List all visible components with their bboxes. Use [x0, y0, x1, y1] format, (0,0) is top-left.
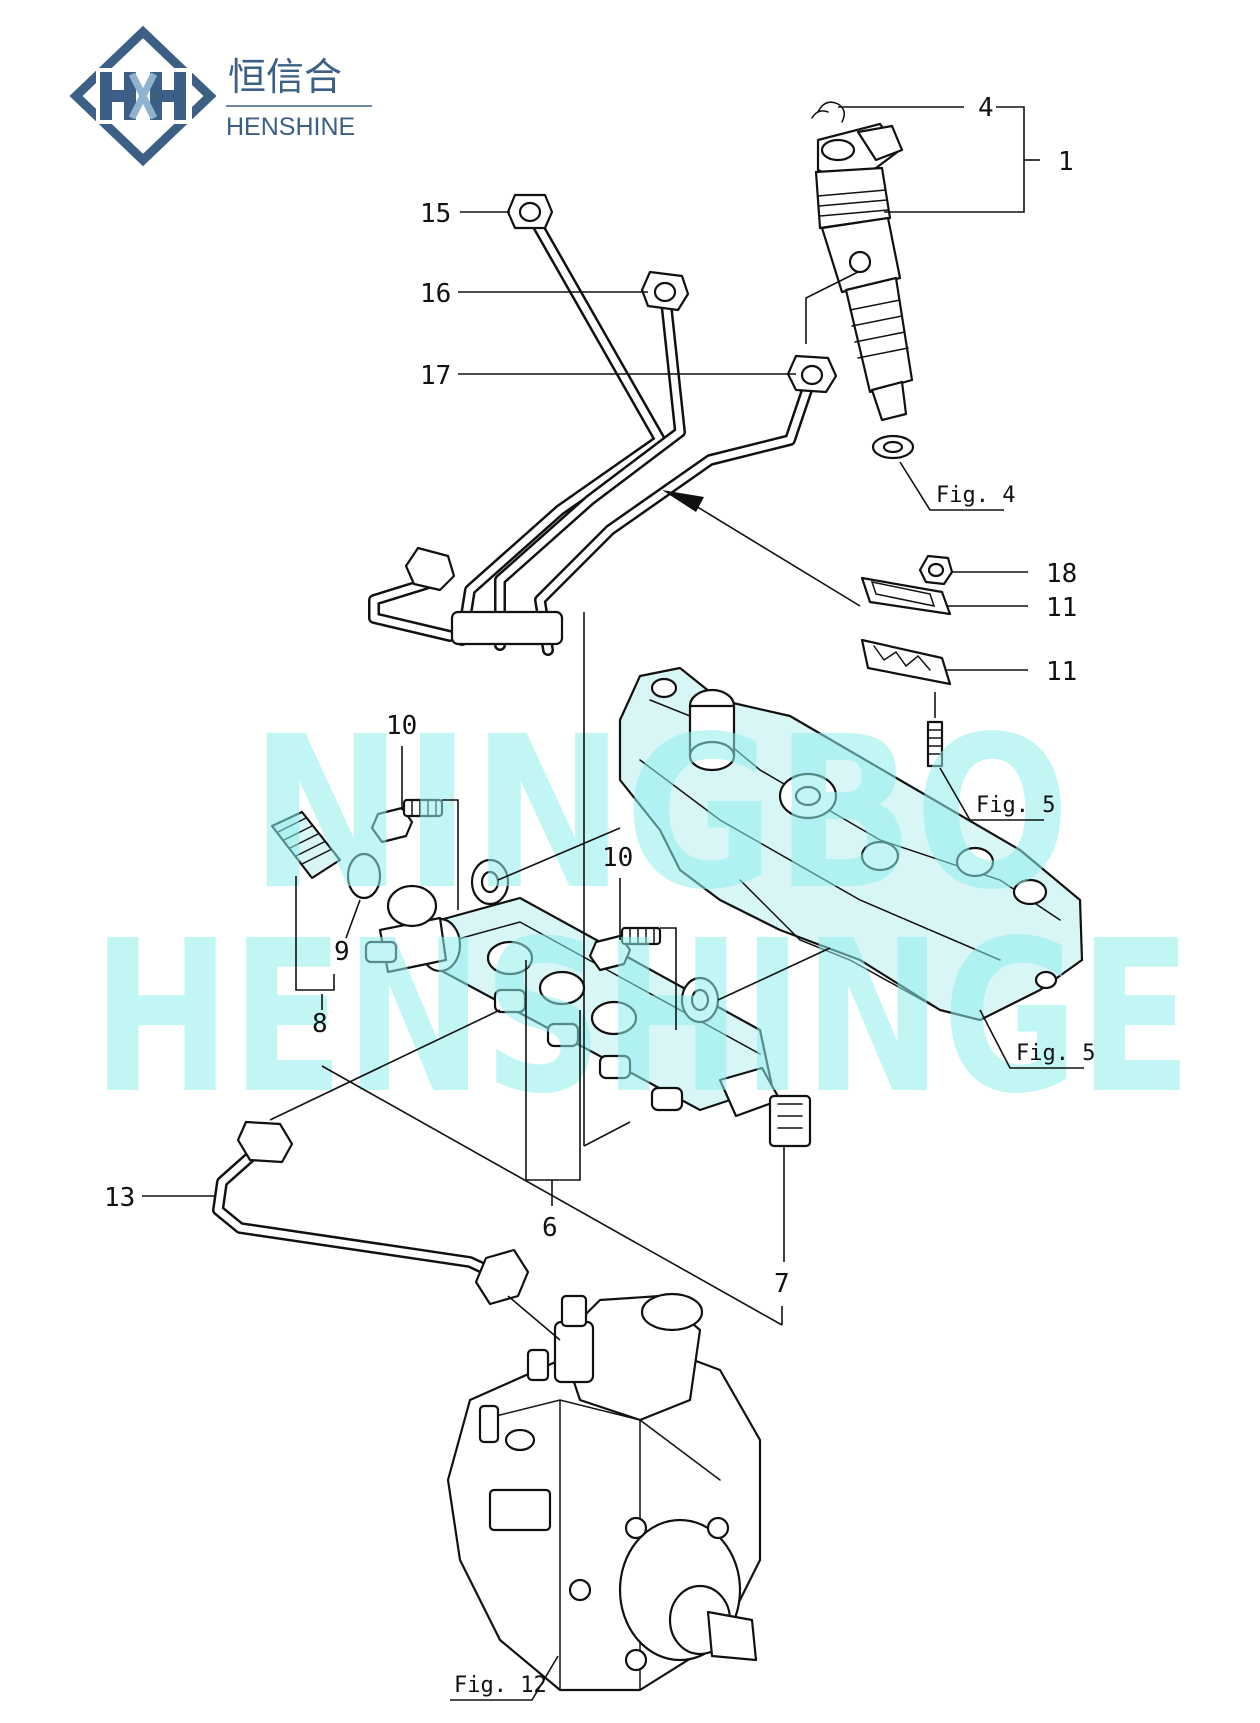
- injector-nozzle-tip: [870, 380, 908, 422]
- pump-inlet-fitting: [526, 1348, 550, 1382]
- sensor-connector: [768, 1094, 812, 1148]
- rail-outlet-2: [546, 1022, 580, 1048]
- o-ring-9: [346, 852, 382, 900]
- callout-4: 4: [978, 93, 994, 123]
- manifold-body: [618, 666, 1084, 1022]
- callout-7: 7: [774, 1269, 790, 1299]
- logo-h-right-icon: [150, 72, 186, 120]
- clip-part-4: [817, 101, 845, 123]
- henshine-logo: 恒信合 HENSHINE: [69, 25, 372, 167]
- rail-outlet-3: [598, 1054, 632, 1080]
- feed-pipe-13: [212, 1120, 530, 1306]
- callout-10-upper: 10: [386, 711, 417, 741]
- logo-chinese-name: 恒信合: [228, 55, 342, 99]
- leader-lines: [142, 106, 1084, 1701]
- callout-labels: 4 1 15 16 17 18 11 11 10 10 9 8 13 6 7: [104, 93, 1077, 1299]
- rail-outlet-4: [650, 1086, 684, 1112]
- pump-metering-valve: [553, 1320, 595, 1384]
- fig-ref-12: Fig. 12: [454, 1673, 547, 1698]
- callout-15: 15: [420, 199, 451, 229]
- clamp-plate-lower: [860, 638, 952, 686]
- callout-10-lower: 10: [602, 843, 633, 873]
- callout-1: 1: [1058, 147, 1074, 177]
- callout-6: 6: [542, 1213, 558, 1243]
- fig-ref-4: Fig. 4: [936, 483, 1015, 508]
- callout-9: 9: [334, 937, 350, 967]
- pump-label-plate: [488, 1488, 552, 1532]
- common-rail: [364, 858, 812, 1148]
- callout-11-lower: 11: [1046, 657, 1077, 687]
- fig-ref-5-lower: Fig. 5: [1016, 1041, 1095, 1066]
- watermark-line-1: NINGBO: [250, 691, 1070, 936]
- watermark-line-2: HENSHINGE: [92, 895, 1192, 1140]
- callout-8: 8: [312, 1009, 328, 1039]
- pressure-limiter-8: [270, 810, 342, 880]
- injector-nozzle-holder: [844, 276, 914, 394]
- logo-english-name: HENSHINE: [226, 113, 355, 141]
- injector-inlet-port: [848, 250, 872, 274]
- rail-outlet-1: [493, 988, 527, 1014]
- bolt-10-lower-shank: [620, 926, 662, 946]
- pipe-clamp-block: [450, 610, 564, 646]
- pump-regulator-cap: [640, 1292, 704, 1332]
- intake-manifold: [618, 666, 1084, 1022]
- high-pressure-pipes: [368, 193, 838, 656]
- callout-13: 13: [104, 1183, 135, 1213]
- callout-17: 17: [420, 361, 451, 391]
- nut-left-end: [404, 546, 456, 592]
- injector-body-upper: [814, 166, 892, 230]
- pump-outlet-fitting: [478, 1404, 500, 1444]
- callout-11-upper: 11: [1046, 593, 1077, 623]
- bolt-10-upper-shank: [402, 798, 444, 818]
- pipe-clamp-parts: [860, 554, 954, 768]
- logo-h-left-icon: [100, 72, 136, 120]
- injector-assembly: [811, 101, 915, 460]
- rail-small-parts: [270, 798, 662, 972]
- fig-ref-5-upper: Fig. 5: [976, 793, 1055, 818]
- logo-x-icon: [128, 72, 158, 120]
- arrow-head-icon: [662, 490, 704, 512]
- figure-references: Fig. 4 Fig. 5 Fig. 5 Fig. 12: [454, 483, 1095, 1698]
- pump-drive-shaft: [706, 1610, 758, 1662]
- rail-banjo: [386, 884, 438, 928]
- clamp-arrow-line: [685, 499, 861, 607]
- feed-pipe-nut-bottom: [474, 1248, 530, 1306]
- feed-pipe-nut-top: [236, 1120, 294, 1164]
- callout-16: 16: [420, 279, 451, 309]
- supply-pump: [446, 1292, 762, 1692]
- pipe-16: [494, 286, 686, 651]
- callout-18: 18: [1046, 559, 1077, 589]
- clamp-stud: [926, 720, 944, 768]
- injector-connector: [856, 124, 904, 162]
